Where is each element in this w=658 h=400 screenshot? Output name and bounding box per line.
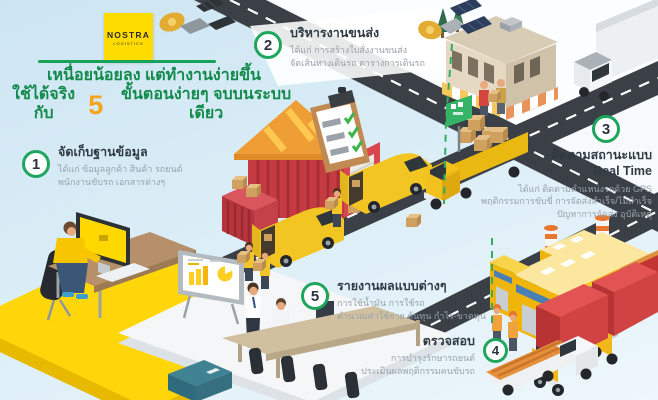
step-2-title: บริหารงานขนส่ง	[290, 26, 380, 40]
step-3-number: 3	[601, 120, 611, 138]
step-2-description: ได้แก่ การสร้างใบสั่งงานขนส่ง จัดเส้นทาง…	[290, 45, 425, 68]
step-4-number: 4	[491, 343, 500, 358]
step-2: 2 บริหารงานขนส่ง ได้แก่ การสร้างใบสั่งงา…	[254, 25, 459, 69]
step-2-number-badge: 2	[254, 31, 282, 59]
step-5: 5 รายงานผลแบบต่างๆ การใช้น้ำมัน การใช้รถ…	[301, 278, 516, 322]
step-3-title: ติดตามสถานะแบบ Real Time	[550, 148, 652, 179]
step-1-number-badge: 1	[22, 150, 50, 178]
step-4-title: ตรวจสอบ	[422, 334, 475, 348]
step-5-number-badge: 5	[301, 282, 329, 310]
headline-underline	[38, 60, 216, 63]
headline-line2-prefix: ใช้ได้จริงกับ	[12, 86, 76, 122]
step-5-number: 5	[310, 287, 320, 305]
loading-worker-icon	[325, 188, 342, 227]
step-4-number-badge: 4	[483, 338, 508, 363]
copier-icon	[168, 360, 232, 386]
cargo-truck	[424, 115, 528, 210]
headline-line2-suffix: ขั้นตอนง่ายๆ จบบนระบบเดียว	[121, 86, 292, 122]
white-truck	[574, 0, 658, 101]
step-3: 3 ติดตามสถานะแบบ Real Time ได้แก่ ติดตาม…	[462, 115, 652, 220]
satellite-icon	[418, 0, 492, 40]
step-1-number: 1	[31, 155, 41, 173]
step-1-description: ได้แก่ ข้อมูลลูกค้า สินค้า รถยนต์ พนักงา…	[58, 164, 183, 187]
gps-satellites	[159, 0, 493, 328]
office-workstation	[40, 212, 196, 321]
meeting-room	[118, 250, 452, 400]
step-4-description: การบำรุงรักษารถยนต์ ประเมินผลพฤติกรรมคนข…	[361, 353, 475, 376]
headline-step-count: 5	[88, 89, 104, 120]
clipboard-checklist	[310, 87, 370, 173]
brand-logo: NOSTRA LOGISTICS	[104, 13, 153, 62]
step-4: ตรวจสอบ การบำรุงรักษารถยนต์ ประเมินผลพฤต…	[361, 333, 508, 377]
step-5-description: การใช้น้ำมัน การใช้รถ คำนวณค่าใช้จ่าย ต้…	[337, 298, 486, 321]
step-3-number-badge: 3	[592, 115, 620, 143]
location-sign-icon	[446, 95, 472, 152]
step2-ground-card	[250, 8, 472, 86]
step-5-title: รายงานผลแบบต่างๆ	[337, 279, 447, 293]
brand-subname: LOGISTICS	[113, 40, 144, 46]
headline: เหนื่อยน้อยลง แต่ทำงานง่ายขึ้น ใช้ได้จริ…	[4, 67, 304, 123]
step-1: 1 จัดเก็บฐานข้อมูล ได้แก่ ข้อมูลลูกค้า ส…	[22, 144, 217, 188]
delivery-van-icon	[340, 153, 432, 214]
headline-line1: เหนื่อยน้อยลง แต่ทำงานง่ายขึ้น	[47, 67, 261, 84]
step-1-title: จัดเก็บฐานข้อมูล	[58, 145, 148, 159]
step-2-number: 2	[263, 36, 273, 54]
gps-signal-path	[443, 43, 453, 205]
step-3-description: ได้แก่ ติดตามตำแหน่งรถด้วย GPS พฤติกรรมก…	[481, 183, 652, 219]
satellite-icon	[159, 0, 236, 34]
lumber-pickup	[484, 336, 598, 396]
brand-name: NOSTRA	[106, 29, 151, 40]
headline-line2: ใช้ได้จริงกับ 5 ขั้นตอนง่ายๆ จบบนระบบเดี…	[4, 86, 304, 123]
delivery-vans	[237, 153, 432, 289]
